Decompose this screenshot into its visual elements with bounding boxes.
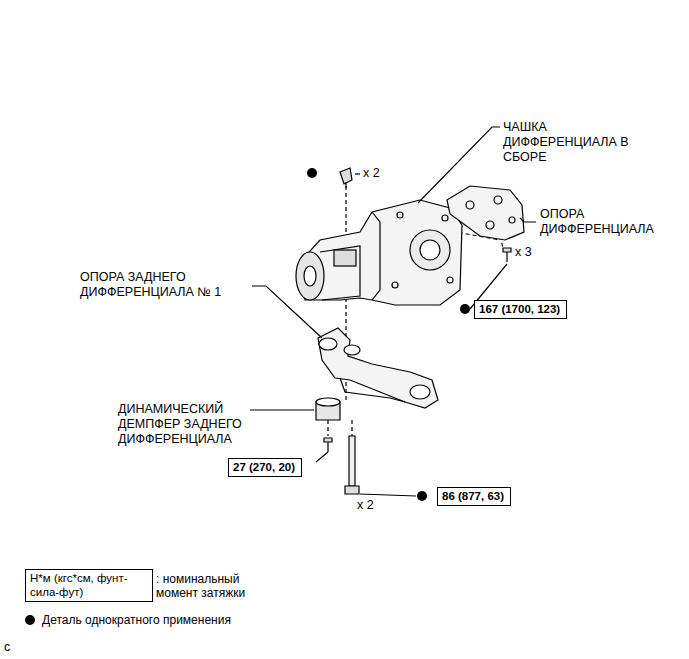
figure-code: c: [4, 640, 10, 655]
part-name: ДИНАМИЧЕСКИЙ ДЕМПФЕР ЗАДНЕГО ДИФФЕРЕНЦИА…: [118, 402, 250, 447]
box-text: 86 (877, 63): [442, 489, 506, 503]
box-text: Н*м (кгс*см, фунт-сила-фут): [30, 571, 147, 599]
legend-text: Деталь однократного применения: [42, 613, 282, 627]
torque-box: 86 (877, 63): [437, 487, 511, 506]
legend-unit-box: Н*м (кгс*см, фунт-сила-фут): [25, 569, 153, 602]
quantity: x 2: [363, 166, 380, 181]
legend-text: : номинальный момент затяжки: [156, 572, 268, 600]
torque-box: 27 (270, 20): [228, 458, 302, 477]
part-name: ОПОРА ЗАДНЕГО ДИФФЕРЕНЦИАЛА № 1: [80, 270, 252, 300]
box-text: 167 (1700, 123): [479, 302, 562, 316]
part-name: ЧАШКА ДИФФЕРЕНЦИАЛА В СБОРЕ: [503, 120, 653, 165]
quantity: x 2: [357, 498, 374, 513]
box-text: 27 (270, 20): [233, 460, 297, 474]
torque-box: 167 (1700, 123): [474, 300, 567, 319]
part-name: ОПОРА ДИФФЕРЕНЦИАЛА: [540, 207, 650, 237]
quantity: x 3: [515, 245, 532, 260]
